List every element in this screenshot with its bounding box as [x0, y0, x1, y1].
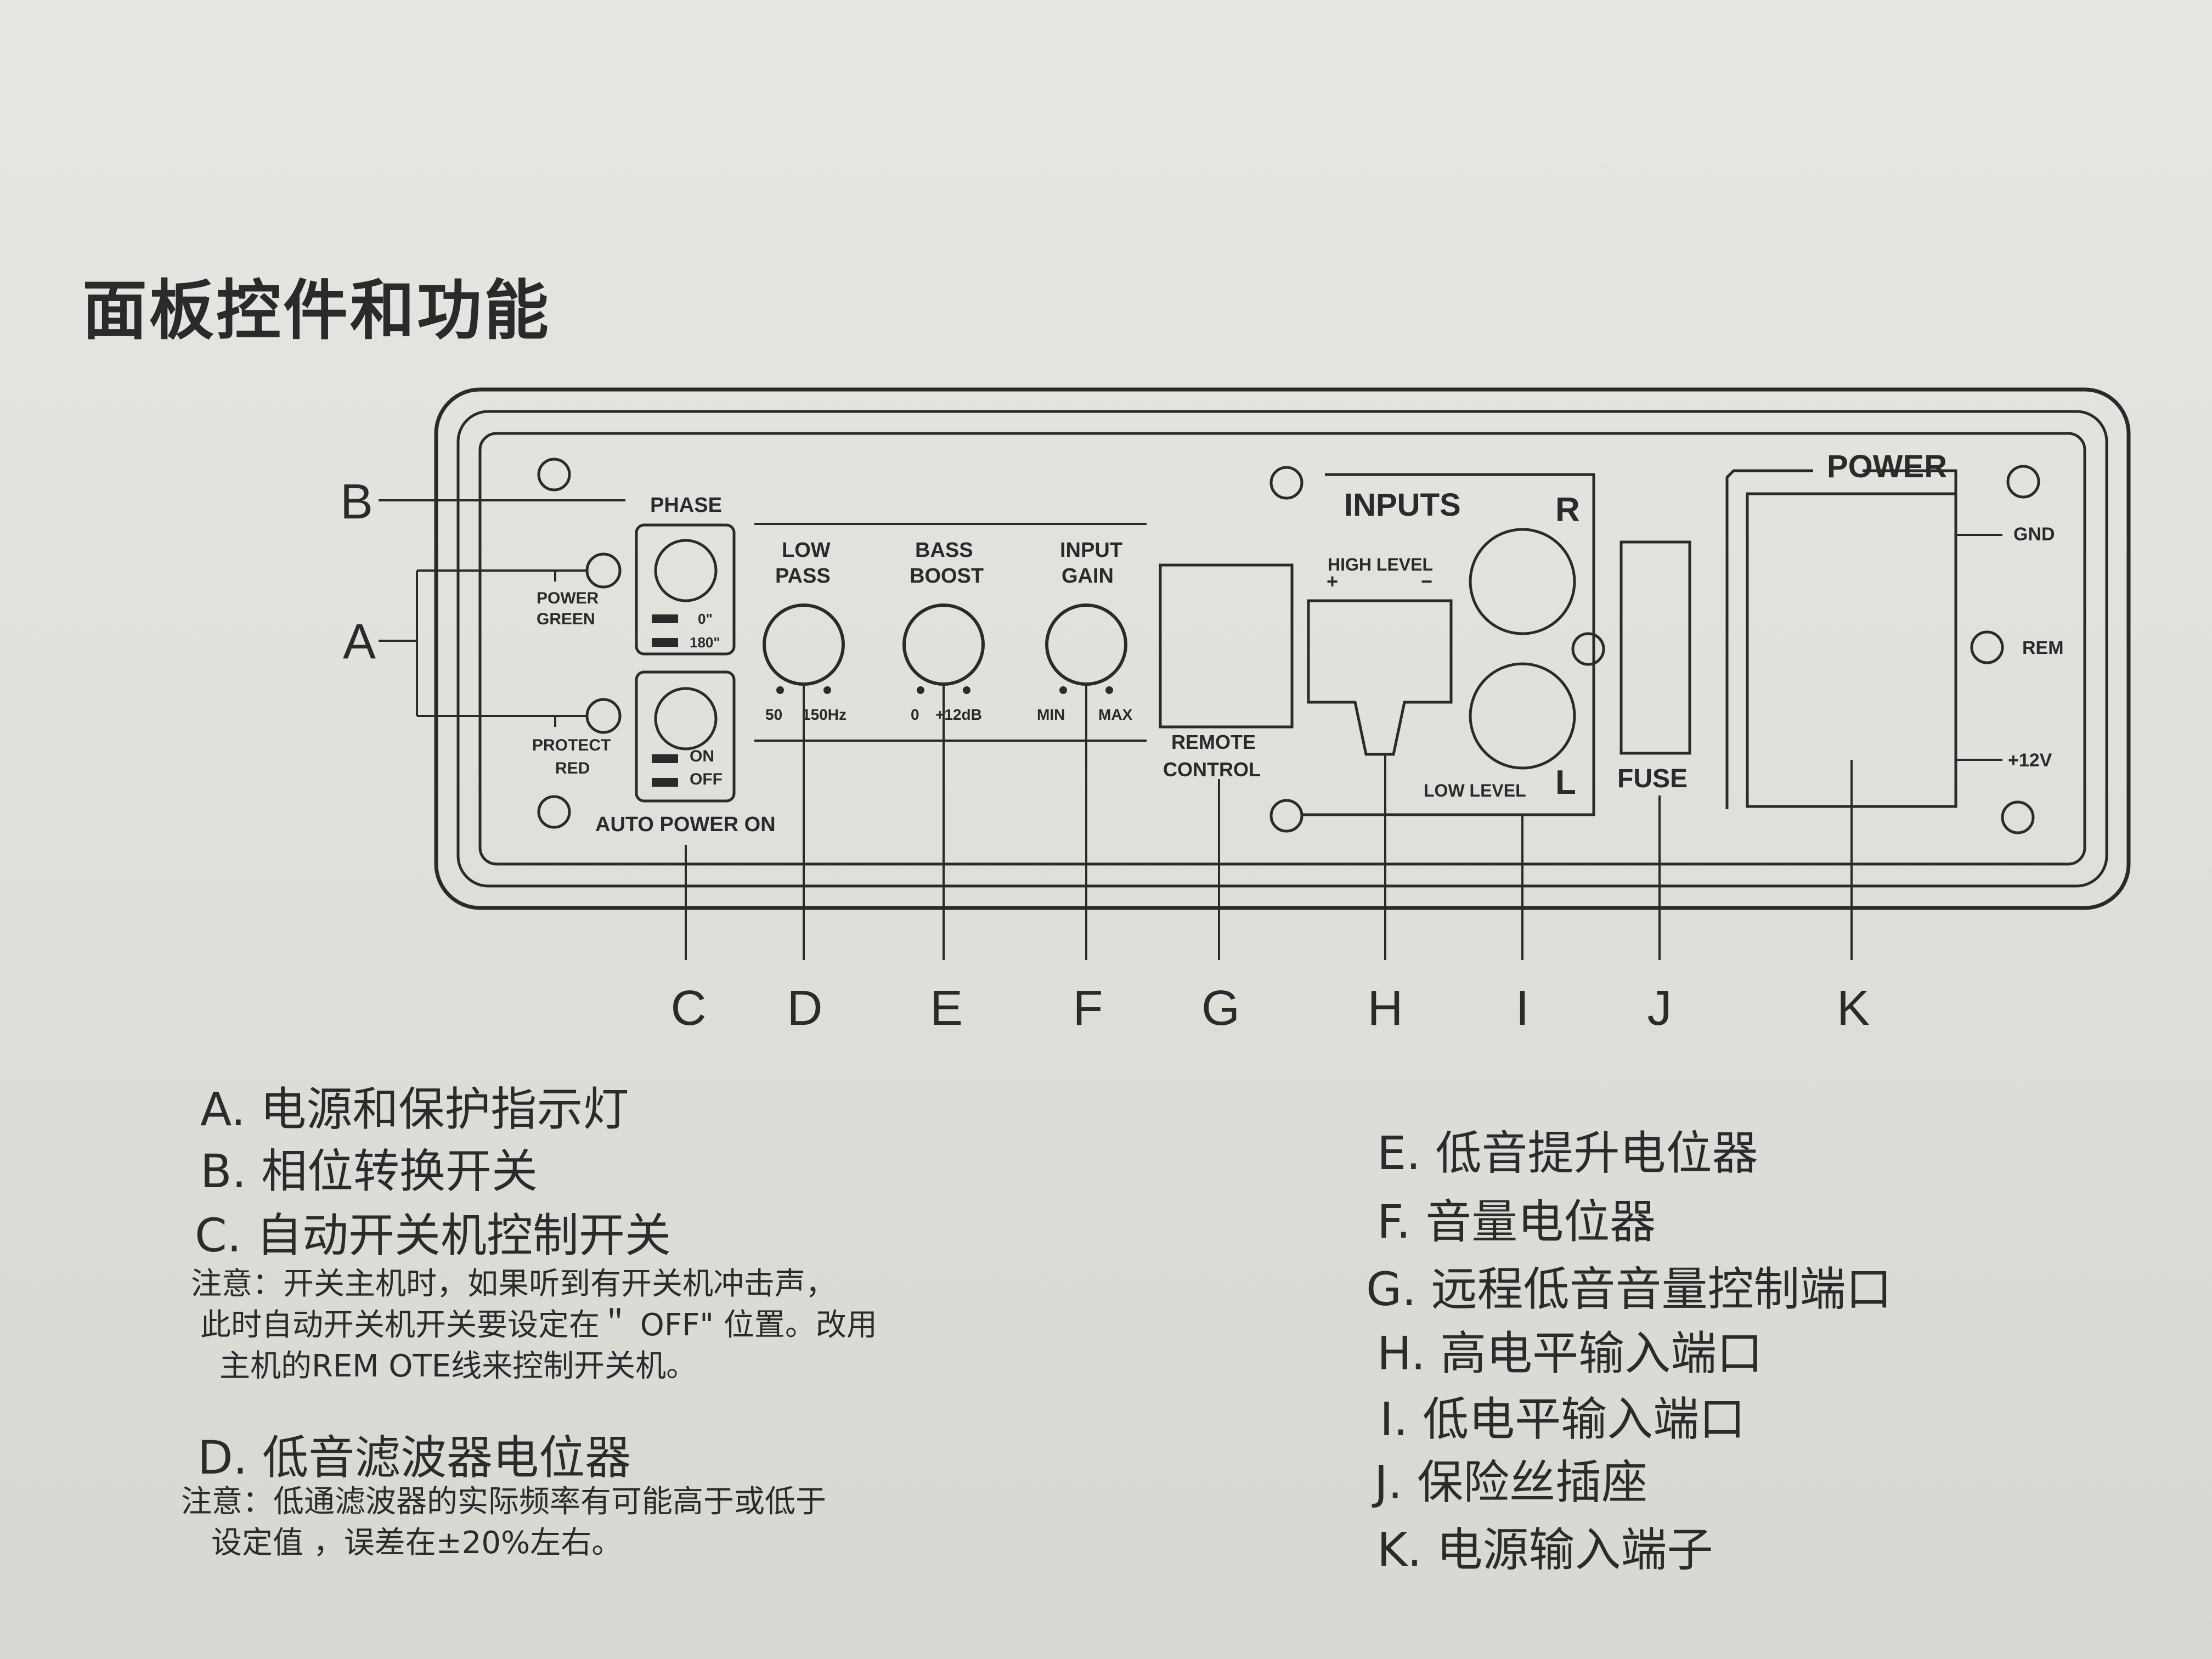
desc-d-note-1: 注意：低通滤波器的实际频率有可能高于或低于: [181, 1484, 826, 1520]
bass-max: +12dB: [935, 706, 982, 723]
v12-label: +12V: [2008, 750, 2052, 771]
auto-power-switch: [635, 670, 736, 803]
page-title: 面板控件和功能: [82, 273, 551, 348]
low-level-label: LOW LEVEL: [1424, 781, 1526, 800]
desc-c-note-2: 此时自动开关机开关要设定在＂ OFF" 位置。改用: [200, 1307, 877, 1343]
input-gain-label-2: GAIN: [1062, 565, 1114, 588]
callout-f: F: [1073, 981, 1103, 1036]
callout-k: K: [1837, 981, 1870, 1036]
panel-frame-inner: [456, 410, 2108, 888]
low-pass-label-1: LOW: [782, 539, 831, 562]
callout-g: G: [1201, 981, 1240, 1036]
minus-label: −: [1421, 570, 1432, 592]
desc-a: A. 电源和保护指示灯: [200, 1082, 629, 1136]
r-label: R: [1555, 491, 1580, 529]
power-terminal-block: [1746, 492, 1957, 808]
phase-label: PHASE: [650, 494, 722, 517]
desc-c-note-1: 注意：开关主机时，如果听到有开关机冲击声，: [191, 1266, 836, 1302]
callout-b: B: [340, 475, 373, 529]
callout-a: A: [343, 614, 376, 669]
rem-led-icon: [1970, 630, 2004, 664]
power-label: POWER: [1827, 449, 1947, 484]
desc-c: C. 自动开关机控制开关: [195, 1209, 672, 1262]
panel-face: [478, 432, 2086, 866]
off-label: OFF: [690, 770, 723, 788]
low-pass-min: 50: [765, 706, 782, 723]
screw-hole-icon: [2001, 800, 2035, 834]
on-label: ON: [690, 747, 714, 765]
input-gain-knob: [1045, 603, 1127, 686]
bass-boost-label-1: BASS: [915, 539, 973, 562]
plus-label: +: [1327, 570, 1338, 592]
bass-min: 0: [911, 706, 919, 723]
power-green-label-1: POWER: [537, 589, 599, 607]
desc-g: G. 远程低音音量控制端口: [1366, 1262, 1892, 1316]
panel-frame-outer: [434, 387, 2131, 910]
desc-d: D. 低音滤波器电位器: [198, 1431, 631, 1485]
desc-j: J. 保险丝插座: [1374, 1455, 1648, 1509]
gain-min: MIN: [1037, 706, 1065, 723]
gain-max: MAX: [1098, 706, 1133, 723]
remote-label-2: CONTROL: [1163, 758, 1261, 781]
screw-hole-icon: [537, 795, 571, 829]
desc-b: B. 相位转换开关: [200, 1144, 538, 1198]
phase-0-label: 0": [698, 611, 713, 627]
rca-right-jack: [1469, 528, 1576, 635]
low-pass-label-2: PASS: [775, 565, 831, 588]
phase-switch: [635, 523, 736, 656]
callout-e: E: [930, 981, 963, 1036]
phase-180-label: 180": [690, 634, 720, 651]
callout-i: I: [1515, 981, 1529, 1036]
fuse-holder: [1620, 540, 1691, 755]
screw-hole-icon: [1269, 799, 1304, 833]
gnd-label: GND: [2013, 524, 2055, 545]
desc-c-note-3: 主机的REM OTE线来控制开关机。: [219, 1348, 697, 1384]
auto-power-on-label: AUTO POWER ON: [595, 813, 776, 836]
desc-e: E. 低音提升电位器: [1377, 1126, 1758, 1180]
protect-red-label-1: PROTECT: [532, 736, 611, 754]
high-level-connector: [1307, 599, 1453, 756]
low-pass-knob: [763, 603, 845, 686]
callout-d: D: [787, 981, 823, 1036]
power-green-label-2: GREEN: [537, 610, 595, 628]
callout-c: C: [671, 981, 707, 1036]
desc-i: I. 低电平输入端口: [1380, 1392, 1746, 1446]
remote-label-1: REMOTE: [1171, 731, 1256, 753]
power-led-icon: [585, 552, 622, 589]
inputs-label: INPUTS: [1344, 487, 1461, 523]
protect-led-icon: [585, 698, 622, 734]
screw-hole-icon: [1269, 466, 1304, 500]
fuse-label: FUSE: [1617, 764, 1688, 793]
rem-label: REM: [2022, 637, 2064, 658]
callout-j: J: [1647, 981, 1672, 1036]
screw-hole-icon: [2006, 465, 2040, 499]
protect-red-label-2: RED: [555, 759, 590, 777]
desc-d-note-2: 设定值 ，误差在±20%左右。: [211, 1525, 623, 1561]
screw-hole-icon: [537, 458, 571, 492]
l-label: L: [1555, 764, 1576, 802]
bass-boost-label-2: BOOST: [910, 565, 984, 588]
desc-f: F. 音量电位器: [1377, 1195, 1656, 1249]
desc-k: K. 电源输入端子: [1377, 1523, 1713, 1577]
high-level-label: HIGH LEVEL: [1328, 555, 1433, 574]
desc-h: H. 高电平输入端口: [1377, 1327, 1763, 1380]
input-gain-label-1: INPUT: [1060, 539, 1122, 562]
callout-h: H: [1368, 981, 1403, 1036]
rca-left-jack: [1469, 662, 1576, 770]
low-pass-max: 150Hz: [802, 706, 847, 723]
remote-control-port: [1159, 563, 1294, 729]
bass-boost-knob: [902, 603, 985, 686]
